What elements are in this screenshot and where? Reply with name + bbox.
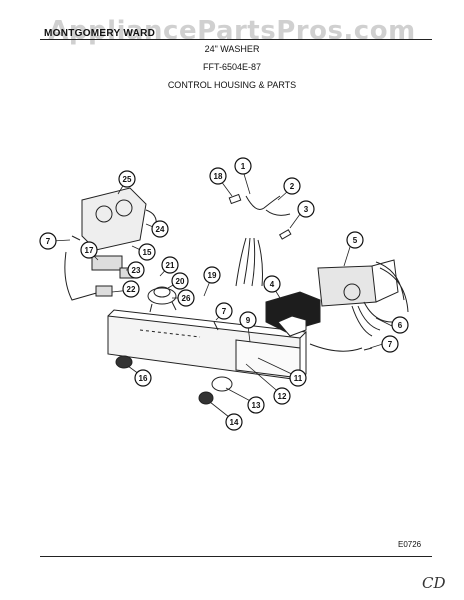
callout-24: [151, 220, 169, 238]
callout-label: 2: [290, 182, 295, 191]
callout-label: 22: [127, 285, 136, 294]
model-number: FFT-6504E-87: [202, 62, 262, 72]
callout-label: 6: [398, 321, 403, 330]
watermark: AppliancePartsPros.com: [48, 16, 416, 46]
callout-7c: [215, 302, 233, 320]
timer-assembly: [317, 259, 409, 313]
brand-name: MONTGOMERY WARD: [44, 28, 156, 39]
callout-17: [80, 241, 98, 259]
callout-2: [283, 177, 301, 195]
diagram-code: E0726: [398, 540, 422, 549]
callout-13: [247, 396, 265, 414]
callout-label: 14: [230, 418, 239, 427]
callout-label: 26: [182, 294, 191, 303]
callout-label: 12: [278, 392, 287, 401]
callout-16: [134, 369, 152, 387]
callout-9: [239, 311, 257, 329]
callout-label: 11: [294, 374, 303, 383]
bottom-rule: [40, 556, 432, 557]
callout-26: [177, 289, 195, 307]
callout-label: 17: [85, 246, 94, 255]
callout-label: 9: [246, 316, 251, 325]
callout-circles: [39, 157, 409, 431]
callout-label: 18: [214, 172, 223, 181]
callout-4: [263, 275, 281, 293]
callout-7b: [39, 232, 57, 250]
callout-18: [209, 167, 227, 185]
callout-label: 21: [166, 261, 175, 270]
callout-label: 7: [222, 307, 227, 316]
callout-label: 7: [46, 237, 51, 246]
callout-14: [225, 413, 243, 431]
knobs: [115, 355, 233, 405]
callout-7a: [381, 335, 399, 353]
callout-6: [391, 316, 409, 334]
callout-19: [203, 266, 221, 284]
callout-label: 4: [270, 280, 275, 289]
model-type: 24" WASHER: [204, 44, 260, 54]
cover-part: [265, 291, 321, 337]
callout-label: 23: [132, 266, 141, 275]
switch-parts: [91, 255, 135, 297]
callout-25: [118, 170, 136, 188]
callout-label: 13: [252, 401, 261, 410]
top-rule: [40, 39, 432, 40]
pressure-switch: [147, 286, 177, 313]
callout-11: [289, 369, 307, 387]
callout-1: [234, 157, 252, 175]
callout-22: [122, 280, 140, 298]
water-valve-assembly: [64, 187, 161, 301]
callout-label: 1: [241, 162, 246, 171]
callout-15: [138, 243, 156, 261]
screws: [71, 235, 373, 351]
callout-23: [127, 261, 145, 279]
harness-wires: [309, 301, 393, 352]
callout-label: 24: [156, 225, 165, 234]
callout-label: 19: [208, 271, 217, 280]
callout-label: 25: [123, 175, 132, 184]
callout-label: 3: [304, 205, 309, 214]
callout-label: 7: [388, 340, 393, 349]
callout-12: [273, 387, 291, 405]
callout-labels: 1 2 3 4 5 6 7 7 7 9 11 12 13 14 15 16 17…: [46, 162, 403, 427]
callout-label: 15: [143, 248, 152, 257]
callout-label: 5: [353, 236, 358, 245]
section-title: CONTROL HOUSING & PARTS: [167, 80, 297, 90]
callout-label: 16: [139, 374, 148, 383]
callout-21: [161, 256, 179, 274]
wire-harness: [228, 193, 292, 287]
handwritten-note: CD: [422, 574, 446, 592]
callout-3: [297, 200, 315, 218]
callout-20: [171, 272, 189, 290]
callout-label: 20: [176, 277, 185, 286]
callout-5: [346, 231, 364, 249]
